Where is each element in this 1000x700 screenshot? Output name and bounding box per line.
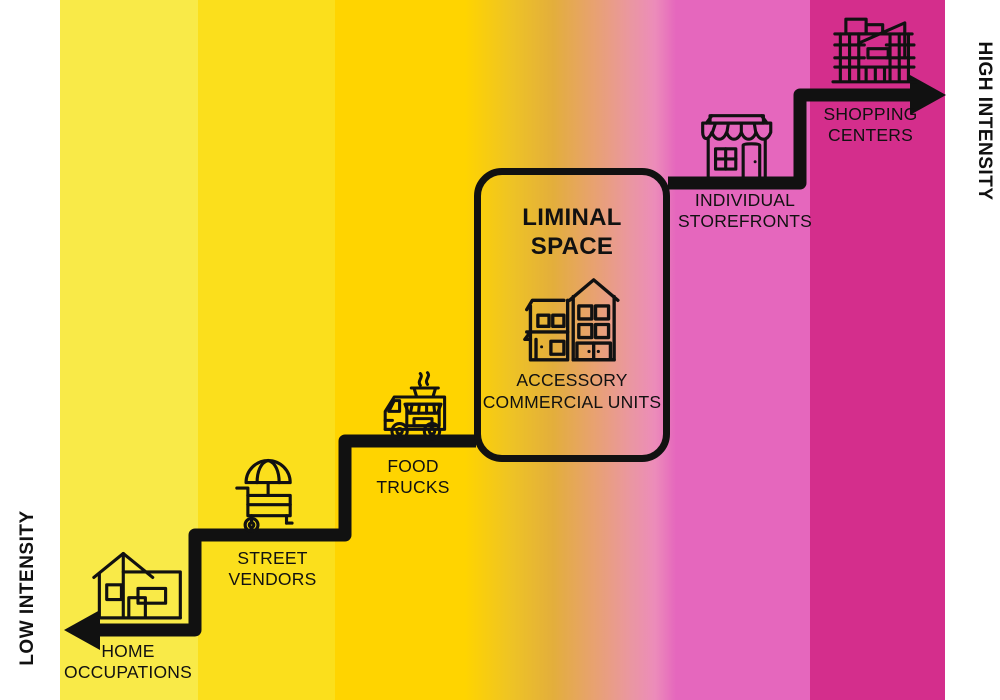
caption-street-vendors: STREET VENDORS bbox=[228, 548, 317, 590]
duplex-building-icon bbox=[523, 278, 620, 362]
right-arrow-head bbox=[910, 75, 946, 115]
band-2-yellow bbox=[198, 0, 335, 700]
band-1-yellow bbox=[60, 0, 198, 700]
food-truck-icon bbox=[383, 371, 447, 441]
band-3-yellow bbox=[335, 0, 465, 700]
left-arrow-head bbox=[64, 610, 100, 650]
caption-food-trucks: FOOD TRUCKS bbox=[376, 456, 450, 498]
storefront-icon bbox=[701, 114, 773, 180]
liminal-space-title: LIMINAL SPACE bbox=[522, 204, 622, 261]
caption-individual-storefronts: INDIVIDUAL STOREFRONTS bbox=[677, 190, 813, 232]
band-4-gradient bbox=[465, 0, 676, 700]
house-icon bbox=[92, 551, 182, 620]
liminal-space-subtitle: ACCESSORY COMMERCIAL UNITS bbox=[482, 370, 662, 412]
shopping-center-icon bbox=[831, 17, 918, 84]
staircase-path bbox=[92, 88, 922, 637]
liminal-space-box bbox=[474, 168, 670, 462]
caption-shopping-centers: SHOPPING CENTERS bbox=[823, 104, 918, 146]
band-6-magenta bbox=[810, 0, 945, 700]
caption-home-occupations: HOME OCCUPATIONS bbox=[64, 641, 192, 683]
vendor-cart-icon bbox=[235, 458, 294, 533]
